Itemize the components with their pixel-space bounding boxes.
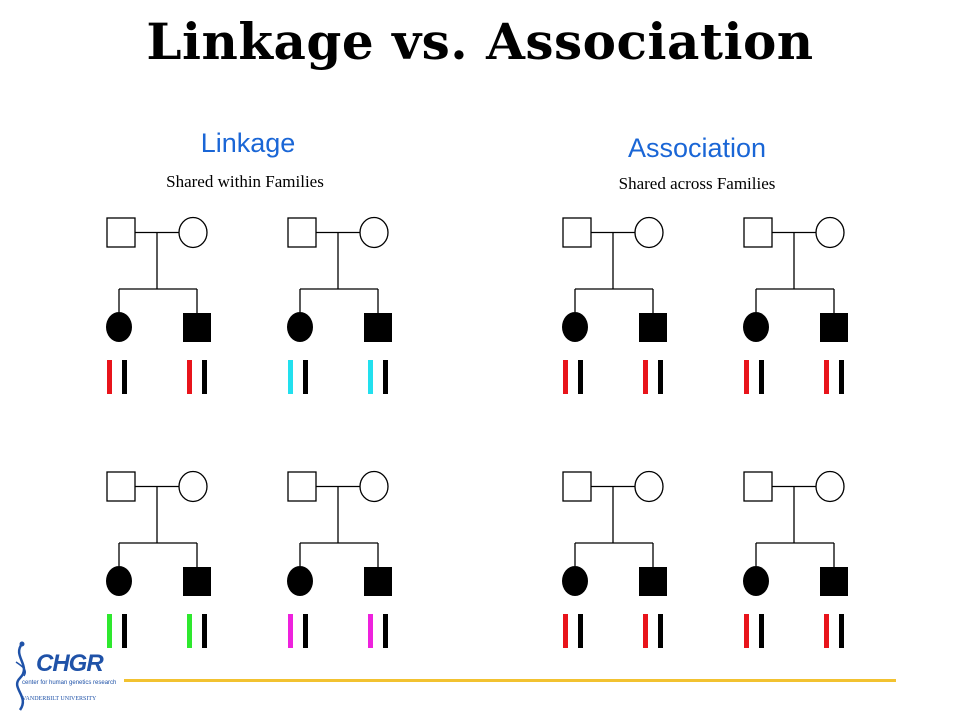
family-linkage-1 <box>106 216 211 394</box>
affected-son-square <box>820 567 848 596</box>
association-heading: Association <box>627 133 767 163</box>
mother-circle <box>634 216 664 249</box>
father-square <box>287 217 317 248</box>
family-linkage-2 <box>287 216 392 394</box>
family-association-3 <box>562 470 667 648</box>
other-allele-bar <box>122 360 127 394</box>
logo-subtitle: center for human genetics research <box>22 680 117 686</box>
affected-daughter-circle <box>743 312 769 342</box>
father-square <box>743 217 773 248</box>
father-square <box>743 471 773 502</box>
shared-allele-bar <box>563 614 568 648</box>
mother-circle <box>359 216 389 249</box>
father-square <box>106 217 136 248</box>
other-allele-bar <box>658 614 663 648</box>
affected-son-square <box>639 313 667 342</box>
mother-circle <box>634 470 664 503</box>
association-subheading: Shared across Families <box>618 174 776 193</box>
affected-son-square <box>820 313 848 342</box>
father-square <box>562 217 592 248</box>
affected-daughter-circle <box>562 566 588 596</box>
helix-icon <box>15 641 27 711</box>
shared-allele-bar <box>107 614 112 648</box>
shared-allele-bar <box>187 614 192 648</box>
shared-allele-bar <box>288 614 293 648</box>
other-allele-bar <box>122 614 127 648</box>
affected-daughter-circle <box>106 312 132 342</box>
mother-circle <box>815 470 845 503</box>
shared-allele-bar <box>107 360 112 394</box>
father-square <box>106 471 136 502</box>
family-linkage-4 <box>287 470 392 648</box>
chgr-logo: CHGR center for human genetics research … <box>8 640 118 712</box>
affected-daughter-circle <box>287 566 313 596</box>
affected-daughter-circle <box>287 312 313 342</box>
footer-line <box>124 679 896 682</box>
affected-son-square <box>183 313 211 342</box>
affected-son-square <box>183 567 211 596</box>
other-allele-bar <box>759 360 764 394</box>
affected-son-square <box>364 567 392 596</box>
affected-daughter-circle <box>743 566 769 596</box>
logo-university: VANDERBILT UNIVERSITY <box>22 696 97 702</box>
linkage-subheading: Shared within Families <box>166 172 324 191</box>
father-square <box>562 471 592 502</box>
other-allele-bar <box>202 360 207 394</box>
other-allele-bar <box>658 360 663 394</box>
shared-allele-bar <box>368 614 373 648</box>
shared-allele-bar <box>643 614 648 648</box>
other-allele-bar <box>303 614 308 648</box>
shared-allele-bar <box>744 614 749 648</box>
affected-daughter-circle <box>562 312 588 342</box>
shared-allele-bar <box>288 360 293 394</box>
other-allele-bar <box>578 614 583 648</box>
shared-allele-bar <box>744 360 749 394</box>
other-allele-bar <box>839 614 844 648</box>
affected-daughter-circle <box>106 566 132 596</box>
mother-circle <box>359 470 389 503</box>
logo-name: CHGR <box>36 650 104 677</box>
shared-allele-bar <box>643 360 648 394</box>
family-association-4 <box>743 470 848 648</box>
mother-circle <box>178 216 208 249</box>
linkage-heading: Linkage <box>200 128 296 158</box>
family-linkage-3 <box>106 470 211 648</box>
other-allele-bar <box>759 614 764 648</box>
slide-title: Linkage vs. Association <box>146 12 814 71</box>
other-allele-bar <box>578 360 583 394</box>
shared-allele-bar <box>824 360 829 394</box>
shared-allele-bar <box>187 360 192 394</box>
family-association-2 <box>743 216 848 394</box>
mother-circle <box>178 470 208 503</box>
other-allele-bar <box>383 360 388 394</box>
other-allele-bar <box>202 614 207 648</box>
mother-circle <box>815 216 845 249</box>
shared-allele-bar <box>368 360 373 394</box>
family-association-1 <box>562 216 667 394</box>
shared-allele-bar <box>563 360 568 394</box>
other-allele-bar <box>383 614 388 648</box>
affected-son-square <box>364 313 392 342</box>
father-square <box>287 471 317 502</box>
other-allele-bar <box>303 360 308 394</box>
affected-son-square <box>639 567 667 596</box>
other-allele-bar <box>839 360 844 394</box>
shared-allele-bar <box>824 614 829 648</box>
